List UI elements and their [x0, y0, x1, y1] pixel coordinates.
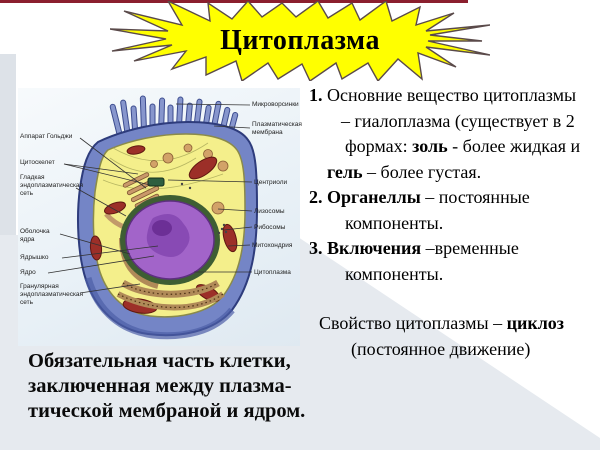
point-2-line-1: 2. Органеллы – постоянные: [309, 187, 530, 207]
cell-illustration: [47, 95, 259, 340]
diagram-label-plasma-membrane: Плазматическая мембрана: [252, 121, 302, 137]
diagram-label-centrioles: Центриоли: [254, 179, 288, 186]
leader-lines: [47, 103, 253, 294]
cell-diagram: Аппарат Гольджи Цитоскелет Гладкая эндоп…: [18, 88, 302, 346]
diagram-label-cytoskeleton: Цитоскелет: [20, 159, 55, 166]
page-title: Цитоплазма: [220, 25, 380, 56]
definition-text: Обязательная часть клетки, заключенная м…: [28, 349, 338, 424]
point-3-line-1: 3. Включения –временные: [309, 238, 519, 258]
content-panel: 1. Основние вещество цитоплазмы – гиалоп…: [305, 83, 599, 362]
diagram-label-ribosomes: Рибосомы: [254, 224, 286, 231]
diagram-label-rough-er: Гранулярная эндоплазматическая сеть: [20, 283, 84, 307]
diagram-label-nucleolus: Ядрышко: [20, 254, 49, 261]
definition-line-3: тической мембраной и ядром.: [28, 400, 306, 422]
diagram-label-nucleus: Ядро: [20, 269, 36, 276]
definition-line-1: Обязательная часть клетки,: [28, 350, 291, 372]
diagram-label-cytoplasm: Цитоплазма: [254, 269, 291, 276]
property-line-1: Свойство цитоплазмы – циклоз: [319, 313, 565, 333]
point-1-line-4: гель – более густая.: [327, 161, 482, 182]
point-1-line-1: 1. Основние вещество цитоплазмы: [309, 85, 577, 105]
starburst-shape: [110, 1, 490, 81]
diagram-label-lysosomes: Лизосомы: [254, 208, 285, 215]
title-starburst: Цитоплазма: [110, 1, 490, 81]
diagram-label-mitochondria: Митохондрия: [252, 242, 293, 249]
point-1-line-3: формах: золь - более жидкая и: [345, 136, 581, 156]
point-3-line-2: компоненты.: [345, 263, 444, 284]
diagram-label-nuclear-envelope: Оболочка ядра: [20, 228, 50, 244]
diagram-label-microvilli: Микроворсинки: [252, 101, 299, 108]
property-line-2: (постоянное движение): [351, 338, 531, 359]
diagram-label-smooth-er: Гладкая эндоплазматическая сеть: [20, 174, 84, 198]
definition-line-2: заключенная между плазма-: [28, 375, 292, 397]
top-accent-line: [0, 0, 468, 3]
point-1-line-2: – гиалоплазма (существует в 2: [341, 110, 575, 131]
diagram-label-golgi: Аппарат Гольджи: [20, 133, 73, 140]
point-2-line-2: компоненты.: [345, 212, 444, 233]
property-note: Свойство цитоплазмы – циклоз (постоянное…: [305, 311, 599, 362]
